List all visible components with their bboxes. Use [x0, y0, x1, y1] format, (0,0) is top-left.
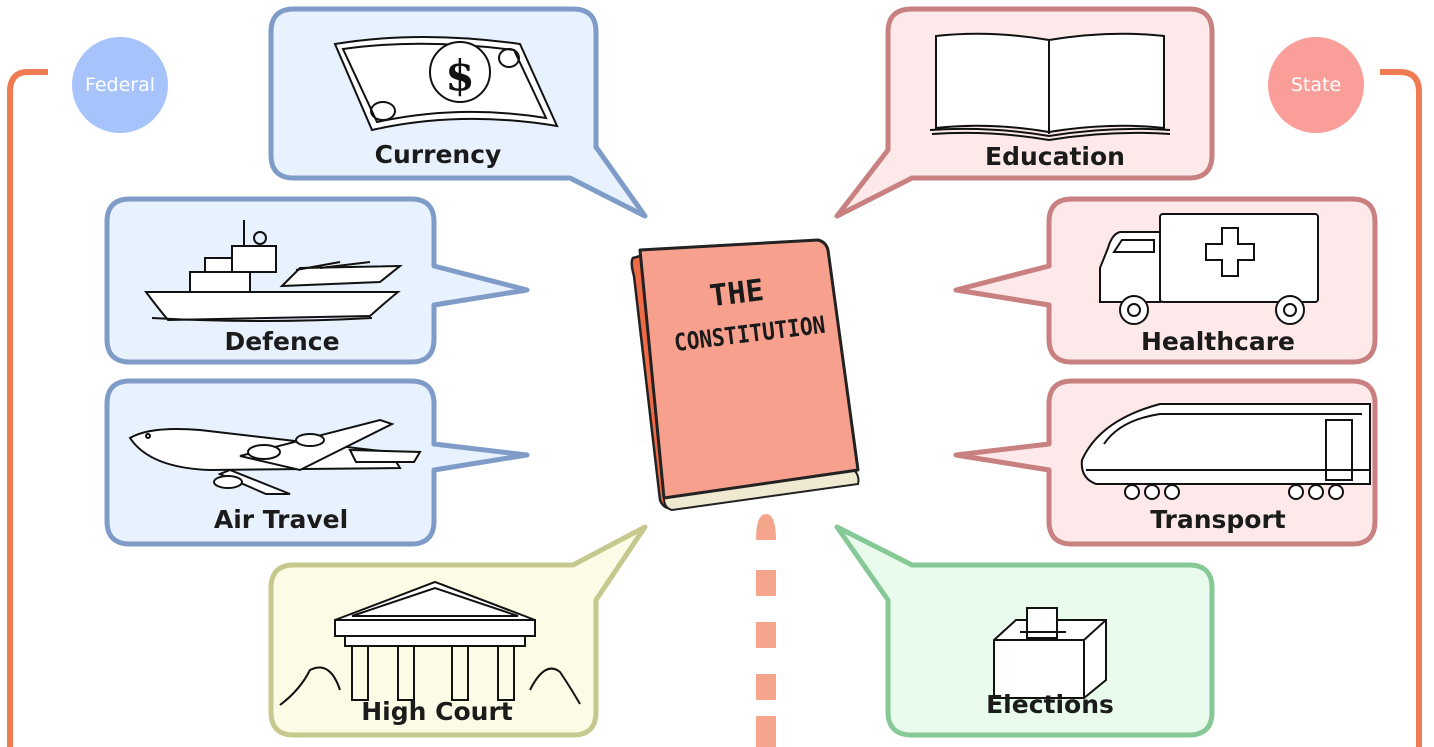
- label-air-travel: Air Travel: [214, 505, 348, 534]
- book-title-line1: THE: [708, 273, 766, 314]
- label-transport: Transport: [1150, 505, 1286, 534]
- callout-elections: [834, 524, 1215, 738]
- callout-currency: $: [268, 6, 648, 219]
- callout-transport: [953, 378, 1378, 547]
- label-education: Education: [985, 142, 1125, 171]
- constitution-book: [630, 238, 860, 512]
- ballot-box-icon: [993, 607, 1107, 699]
- label-healthcare: Healthcare: [1141, 327, 1295, 356]
- federal-badge-label: Federal: [84, 74, 156, 96]
- state-badge: State: [1268, 37, 1364, 133]
- airplane-icon: [128, 418, 422, 495]
- federal-badge: Federal: [72, 37, 168, 133]
- state-badge-label: State: [1290, 74, 1342, 96]
- label-elections: Elections: [986, 690, 1114, 719]
- train-icon: [1080, 403, 1371, 500]
- label-currency: Currency: [375, 140, 502, 169]
- federal-bracket: [7, 69, 48, 747]
- label-high-court: High Court: [361, 697, 513, 726]
- callout-education: [834, 6, 1215, 219]
- center-divider: [756, 514, 776, 747]
- callout-air-travel: [104, 378, 530, 547]
- banknote-icon: $: [333, 36, 559, 132]
- callout-defence: [104, 196, 530, 365]
- svg-text:$: $: [445, 51, 474, 100]
- state-bracket: [1380, 69, 1422, 747]
- warship-icon: [143, 220, 403, 322]
- open-book-icon: [929, 32, 1171, 142]
- courthouse-icon: [279, 580, 581, 706]
- ambulance-icon: [1099, 213, 1319, 325]
- label-defence: Defence: [224, 327, 339, 356]
- callout-high-court: [268, 524, 648, 738]
- callout-healthcare: [953, 196, 1378, 365]
